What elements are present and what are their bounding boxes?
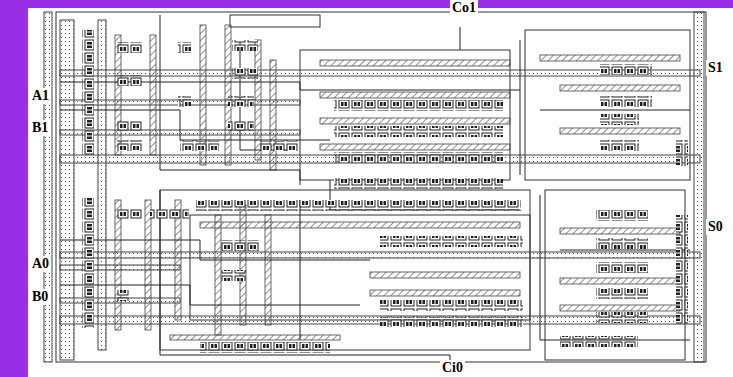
input-pin: A1 — [30, 88, 51, 104]
sum-pin: S1 — [706, 60, 725, 76]
input-pin: B1 — [30, 120, 50, 136]
sum-pin: S0 — [706, 219, 725, 235]
input-pin: B0 — [30, 289, 50, 305]
carry-out-pin: Co1 — [450, 0, 478, 16]
input-pin: A0 — [30, 256, 51, 272]
carry-in-pin: Ci0 — [440, 360, 465, 376]
